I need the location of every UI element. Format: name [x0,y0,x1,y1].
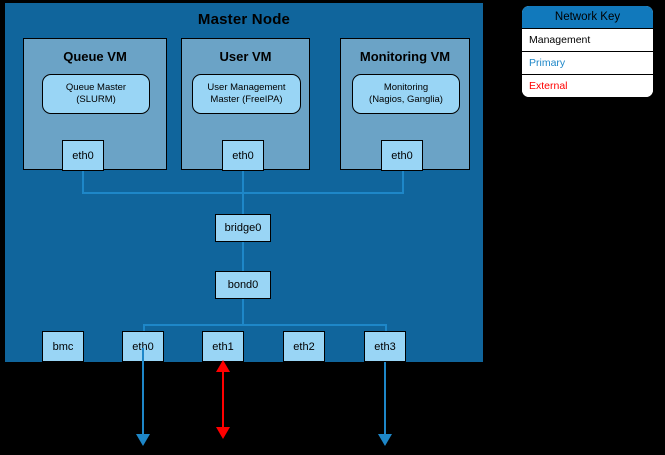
nic-box-queue-eth0[interactable]: eth0 [62,140,104,171]
legend-label: External [529,80,568,92]
legend-row-primary: Primary [522,52,653,75]
interface-label: eth2 [293,340,315,353]
link-bridge0-bond0 [242,242,244,271]
link-user-eth0-to-bridge [242,171,244,215]
legend-label: Primary [529,57,566,69]
bridge0-label: bridge0 [224,222,262,234]
network-key-legend: Network Key Management Primary External [521,5,654,98]
external-link-eth1-arrowhead-down [216,427,230,439]
interface-box-eth3[interactable]: eth3 [364,331,406,362]
link-bond0-stem [242,299,244,325]
external-link-eth1-arrowhead-up [216,360,230,372]
legend-title: Network Key [522,6,653,29]
bond0-label: bond0 [227,279,259,291]
service-box-user-management: User Management Master (FreeIPA) [192,74,301,114]
master-node-title: Master Node [197,11,291,28]
nic-label: eth0 [391,149,413,162]
legend-label: Management [529,34,591,46]
link-bond0-to-eth0 [143,324,145,332]
interface-box-eth1[interactable]: eth1 [202,331,244,362]
bond0-box[interactable]: bond0 [215,271,271,299]
link-bond0-bus [143,324,386,326]
external-link-eth3-shaft [384,362,386,435]
legend-row-external: External [522,75,653,97]
nic-label: eth0 [72,149,94,162]
nic-label: eth0 [232,149,254,162]
vm-title-user: User VM [219,49,272,64]
interface-label: bmc [52,340,74,353]
legend-row-management: Management [522,29,653,52]
external-link-eth0-shaft [142,348,144,435]
service-box-queue-master: Queue Master (SLURM) [42,74,150,114]
service-line-2: Master (FreeIPA) [210,94,283,105]
vm-title-queue: Queue VM [63,49,127,64]
vm-title-monitoring: Monitoring VM [359,49,451,64]
nic-box-monitoring-eth0[interactable]: eth0 [381,140,423,171]
interface-label: eth0 [132,340,154,353]
link-queue-eth0-drop [82,171,84,193]
interface-label: eth3 [374,340,396,353]
interface-box-eth0[interactable]: eth0 [122,331,164,362]
link-monitoring-eth0-drop [402,171,404,193]
interface-label: eth1 [212,340,234,353]
service-line-1: Monitoring [383,82,429,93]
nic-box-user-eth0[interactable]: eth0 [222,140,264,171]
interface-box-bmc[interactable]: bmc [42,331,84,362]
service-box-monitoring: Monitoring (Nagios, Ganglia) [352,74,460,114]
external-link-eth0-arrowhead-down [136,434,150,446]
service-line-2: (SLURM) [76,94,116,105]
external-link-eth3-arrowhead-down [378,434,392,446]
interface-box-eth2[interactable]: eth2 [283,331,325,362]
service-line-2: (Nagios, Ganglia) [369,94,443,105]
external-link-eth1-shaft [222,370,224,427]
service-line-1: User Management [207,82,286,93]
bridge0-box[interactable]: bridge0 [215,214,271,242]
service-line-1: Queue Master [65,82,127,93]
link-bond0-to-eth3 [385,324,387,332]
